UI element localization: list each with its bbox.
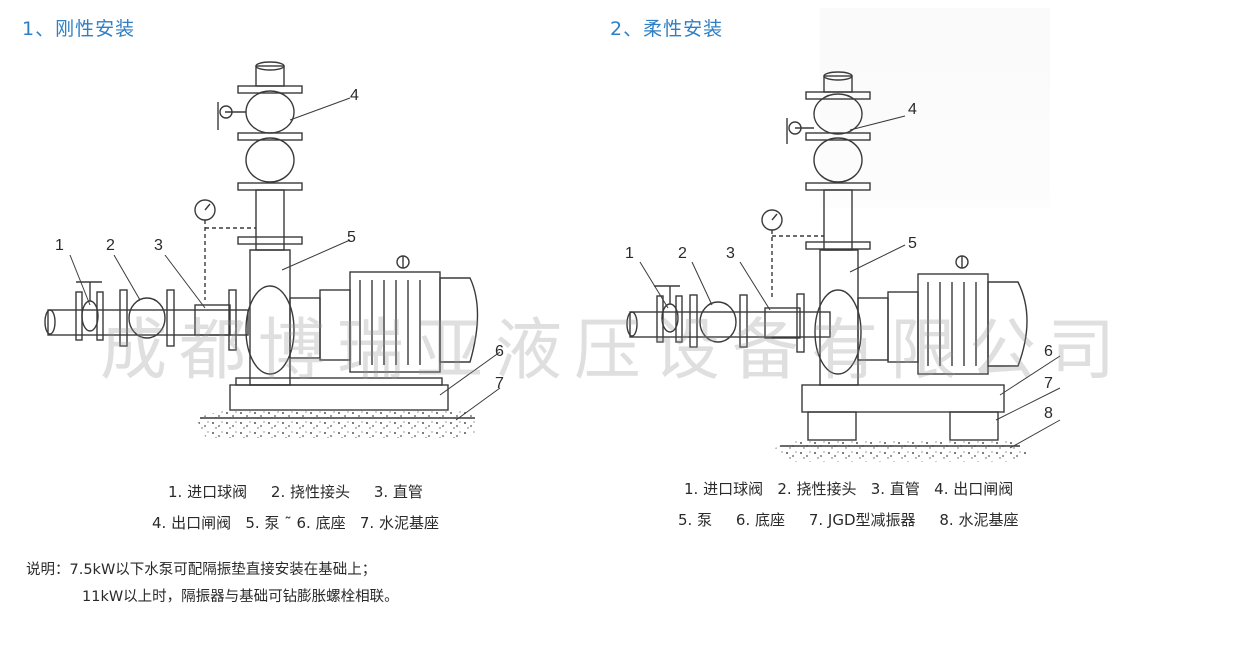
concrete-foundation-right xyxy=(775,440,1030,462)
inlet-ball-valve-left xyxy=(75,281,104,341)
concrete-foundation-left xyxy=(196,410,480,438)
callout-right-6: 6 xyxy=(1044,343,1053,360)
rigid-installation-drawing xyxy=(44,61,501,438)
outlet-gate-valve-left xyxy=(217,61,303,251)
callout-right-3: 3 xyxy=(726,245,735,262)
flexible-joint-right xyxy=(689,294,748,348)
callout-left-2: 2 xyxy=(106,237,115,254)
motor-right xyxy=(887,255,1028,375)
callout-left-1: 1 xyxy=(55,237,64,254)
callout-right-1: 1 xyxy=(625,245,634,262)
leader-lines-left xyxy=(69,97,501,421)
flexible-installation-drawing xyxy=(626,71,1061,462)
vibration-isolator-right-a xyxy=(807,411,857,441)
callout-right-8: 8 xyxy=(1044,405,1053,422)
title-rigid-installation: 1、刚性安装 xyxy=(22,18,136,40)
callout-right-4: 4 xyxy=(908,101,917,118)
legend-left-line2: 4. 出口闸阀 5. 泵 ˜ 6. 底座 7. 水泥基座 xyxy=(152,514,439,532)
straight-pipe-right xyxy=(764,307,801,339)
callout-right-2: 2 xyxy=(678,245,687,262)
company-watermark: 成都博瑞亚液压设备有限公司 xyxy=(100,311,1127,389)
straight-pipe-left xyxy=(194,304,231,336)
base-plate-right xyxy=(801,384,1005,413)
legend-right-line2: 5. 泵 6. 底座 7. JGD型减振器 8. 水泥基座 xyxy=(678,511,1019,529)
callout-left-7: 7 xyxy=(495,375,504,392)
pressure-gauge-right xyxy=(761,209,824,300)
installation-note-line2: 11kW以上时，隔振器与基础可钻膨胀螺栓相联。 xyxy=(82,589,399,605)
callout-right-5: 5 xyxy=(908,235,917,252)
motor-left xyxy=(319,255,479,373)
vibration-isolator-right-b xyxy=(949,411,999,441)
flexible-joint-left xyxy=(119,289,175,347)
inlet-pipe-left xyxy=(47,309,249,336)
callout-left-4: 4 xyxy=(350,87,359,104)
pressure-gauge-left xyxy=(194,199,256,300)
leader-lines-right xyxy=(639,115,1061,449)
title-flexible-installation: 2、柔性安装 xyxy=(610,18,724,40)
callout-left-6: 6 xyxy=(495,343,504,360)
legend-left-line1: 1. 进口球阀 2. 挠性接头 3. 直管 xyxy=(168,483,423,501)
callout-left-5: 5 xyxy=(347,229,356,246)
legend-right-line1: 1. 进口球阀 2. 挠性接头 3. 直管 4. 出口闸阀 xyxy=(684,480,1014,498)
faint-background-mark xyxy=(820,8,1050,208)
inlet-ball-valve-right xyxy=(654,285,683,343)
callout-left-3: 3 xyxy=(154,237,163,254)
callout-right-7: 7 xyxy=(1044,375,1053,392)
outlet-gate-valve-right xyxy=(786,71,871,251)
installation-note-line1: 说明：7.5kW以下水泵可配隔振垫直接安装在基础上； xyxy=(26,562,377,578)
